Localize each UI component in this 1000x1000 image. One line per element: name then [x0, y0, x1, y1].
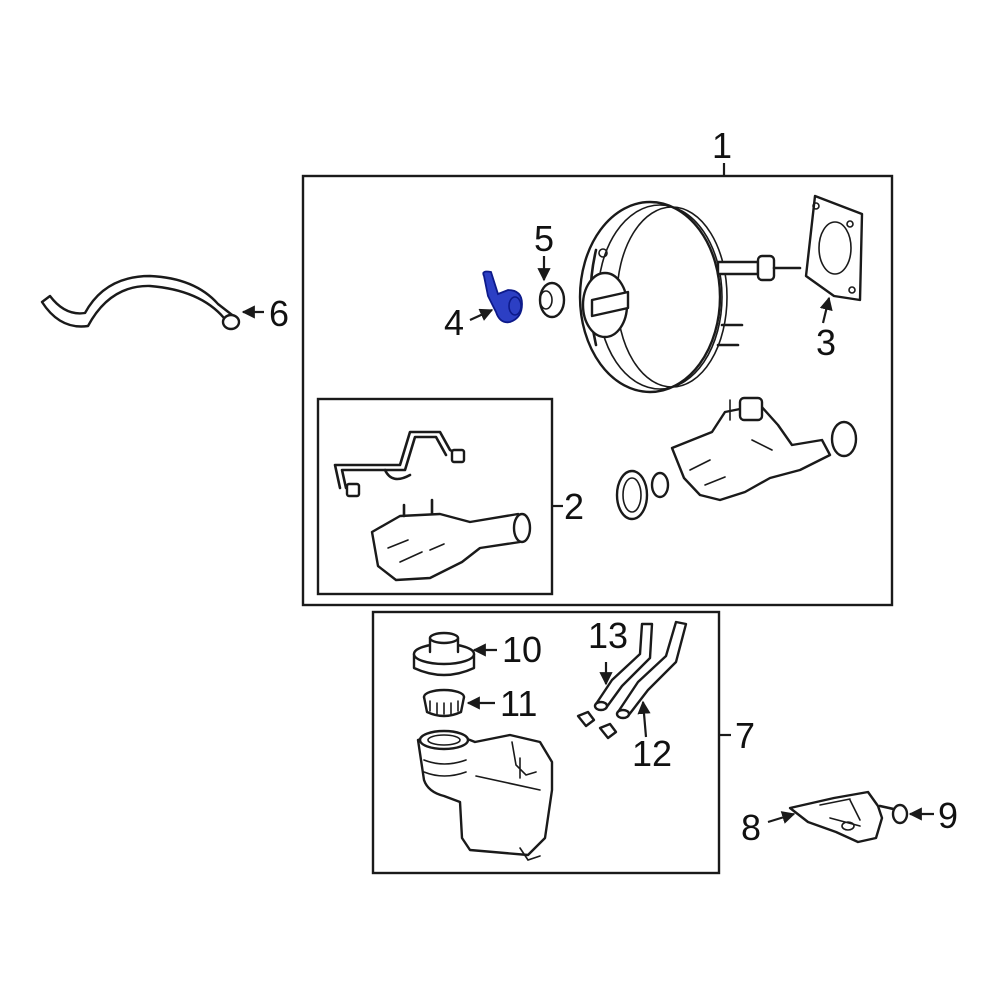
grommet[interactable]	[538, 281, 566, 319]
vacuum-hose[interactable]	[40, 274, 241, 331]
assembly-box-2	[316, 397, 554, 596]
reservoir-tank[interactable]	[416, 729, 554, 861]
master-cylinder-assembly[interactable]	[370, 498, 532, 582]
master-cylinder[interactable]	[615, 396, 858, 521]
reservoir-cap[interactable]	[412, 631, 476, 677]
callout-6[interactable]: 6	[269, 293, 289, 334]
bracket-bolt[interactable]	[878, 803, 909, 825]
callout-12[interactable]: 12	[632, 733, 672, 774]
booster-gasket[interactable]	[804, 194, 864, 302]
check-valve[interactable]	[482, 270, 523, 324]
brake-lines[interactable]	[333, 430, 466, 498]
callout-7[interactable]: 7	[735, 715, 755, 756]
callout-8[interactable]: 8	[741, 807, 761, 848]
callout-4[interactable]: 4	[444, 302, 464, 343]
callout-9[interactable]: 9	[938, 795, 958, 836]
callout-11[interactable]: 11	[500, 683, 537, 724]
callout-13[interactable]: 13	[588, 615, 628, 656]
assembly-box-7	[371, 610, 721, 875]
reservoir-hoses[interactable]	[576, 620, 688, 740]
brake-booster[interactable]	[578, 200, 802, 394]
callout-2[interactable]: 2	[564, 486, 584, 527]
callout-3[interactable]: 3	[816, 322, 836, 363]
reservoir-strainer[interactable]	[422, 688, 466, 718]
callout-10[interactable]: 10	[502, 629, 542, 670]
reservoir-bracket[interactable]	[788, 790, 884, 844]
callout-1[interactable]: 1	[712, 125, 732, 166]
callout-5[interactable]: 5	[534, 218, 554, 259]
assembly-box-1	[301, 174, 894, 607]
